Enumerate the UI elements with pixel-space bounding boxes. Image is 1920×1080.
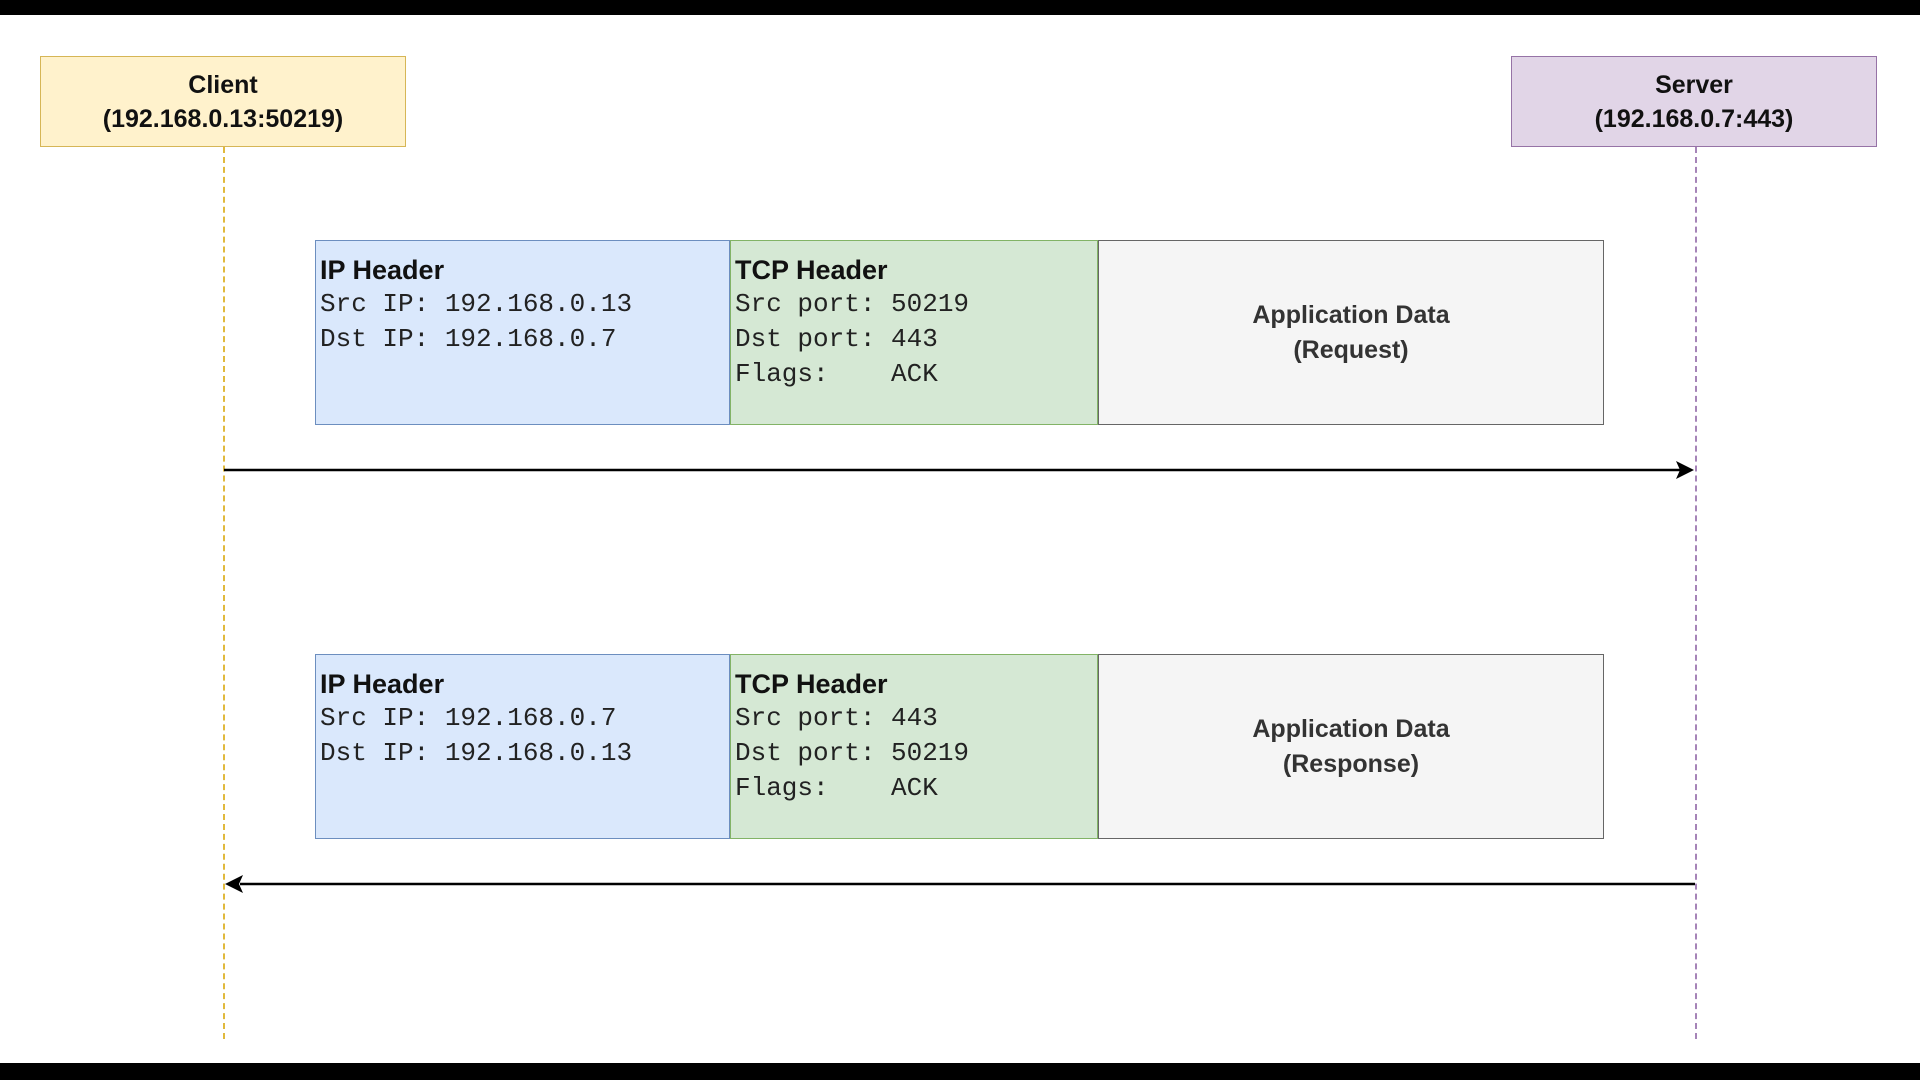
client-address: (192.168.0.13:50219) [102,104,344,133]
response-ip-title: IP Header [320,669,445,699]
response-tcp-title: TCP Header [735,669,888,699]
client-lifeline [223,147,225,1039]
response-app-label: Application Data [1252,714,1450,743]
request-ip-dst: Dst IP: 192.168.0.7 [320,324,617,354]
response-tcp-dst: Dst port: 50219 [735,738,970,768]
response-app-data: Application Data (Response) [1098,654,1604,839]
response-ip-header: IP Header Src IP: 192.168.0.7 Dst IP: 19… [315,654,730,839]
request-app-label: Application Data [1252,300,1450,329]
request-ip-src: Src IP: 192.168.0.13 [320,289,633,319]
server-lifeline [1695,147,1697,1039]
response-ip-src: Src IP: 192.168.0.7 [320,703,617,733]
request-tcp-title: TCP Header [735,255,888,285]
response-arrow [225,875,1695,893]
request-ip-title: IP Header [320,255,445,285]
response-tcp-src: Src port: 443 [735,703,938,733]
request-ip-header: IP Header Src IP: 192.168.0.13 Dst IP: 1… [315,240,730,425]
sequence-diagram: Client (192.168.0.13:50219) Server (192.… [0,15,1920,1063]
response-tcp-flags: Flags: ACK [735,773,938,803]
request-tcp-flags: Flags: ACK [735,359,938,389]
request-tcp-header: TCP Header Src port: 50219 Dst port: 443… [730,240,1098,425]
response-ip-dst: Dst IP: 192.168.0.13 [320,738,633,768]
request-app-data: Application Data (Request) [1098,240,1604,425]
request-arrow [224,461,1694,479]
message-arrows [224,461,1695,893]
server-name: Server [1655,70,1733,99]
response-app-kind: (Response) [1282,749,1420,778]
response-packet: IP Header Src IP: 192.168.0.7 Dst IP: 19… [315,654,1604,839]
request-app-kind: (Request) [1293,335,1409,364]
request-tcp-dst: Dst port: 443 [735,324,938,354]
server-address: (192.168.0.7:443) [1594,104,1794,133]
request-tcp-src: Src port: 50219 [735,289,970,319]
client-name: Client [188,70,258,99]
response-tcp-header: TCP Header Src port: 443 Dst port: 50219… [730,654,1098,839]
request-packet: IP Header Src IP: 192.168.0.13 Dst IP: 1… [315,240,1604,425]
client-box: Client (192.168.0.13:50219) [40,56,406,147]
server-box: Server (192.168.0.7:443) [1511,56,1877,147]
